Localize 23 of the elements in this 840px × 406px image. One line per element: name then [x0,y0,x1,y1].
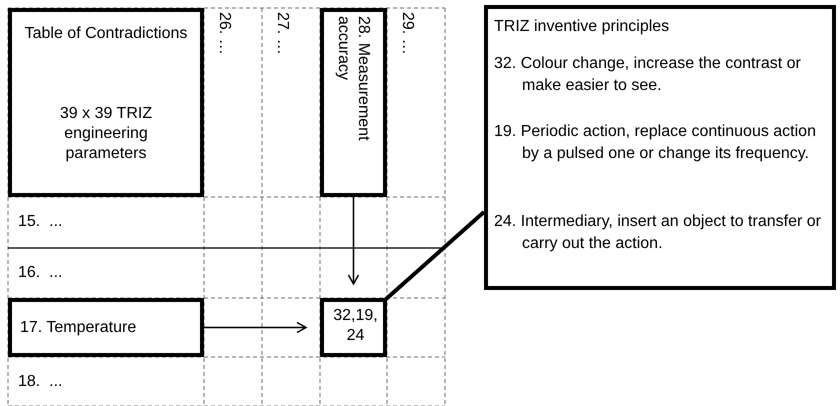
column-header: 26. … [215,12,234,55]
callout-box [484,5,836,290]
arrow [204,322,307,334]
header-box [320,8,387,197]
principle-numbers: 32,19, 24 [332,306,379,346]
column-header: 27. … [273,12,292,55]
principle-item: 19. Periodic action, replace continuous action by a pulsed one or change its frequency. [494,122,817,164]
callout-heading: TRIZ inventive principles [494,17,670,37]
leader-line [384,210,486,302]
table-title: Table of Contradictions [24,24,188,44]
row-header: 17. Temperature [20,318,136,338]
table-cell-box [320,298,387,357]
arrow [348,197,360,285]
row-header: 18. ... [18,372,62,392]
table-description: 39 x 39 TRIZ engineering parameters [58,104,154,164]
row-header: 16. ... [18,263,62,283]
column-header: 28. Measurement accuracy [334,16,373,143]
header-box [8,8,204,197]
row-header: 15. ... [18,212,62,232]
column-header: 29. … [398,12,417,55]
header-box [8,298,204,357]
principle-item: 32. Colour change, increase the contrast or make easier to see. [494,54,802,96]
principle-item: 24. Intermediary, insert an object to transfer or carry out the action. [494,212,822,254]
